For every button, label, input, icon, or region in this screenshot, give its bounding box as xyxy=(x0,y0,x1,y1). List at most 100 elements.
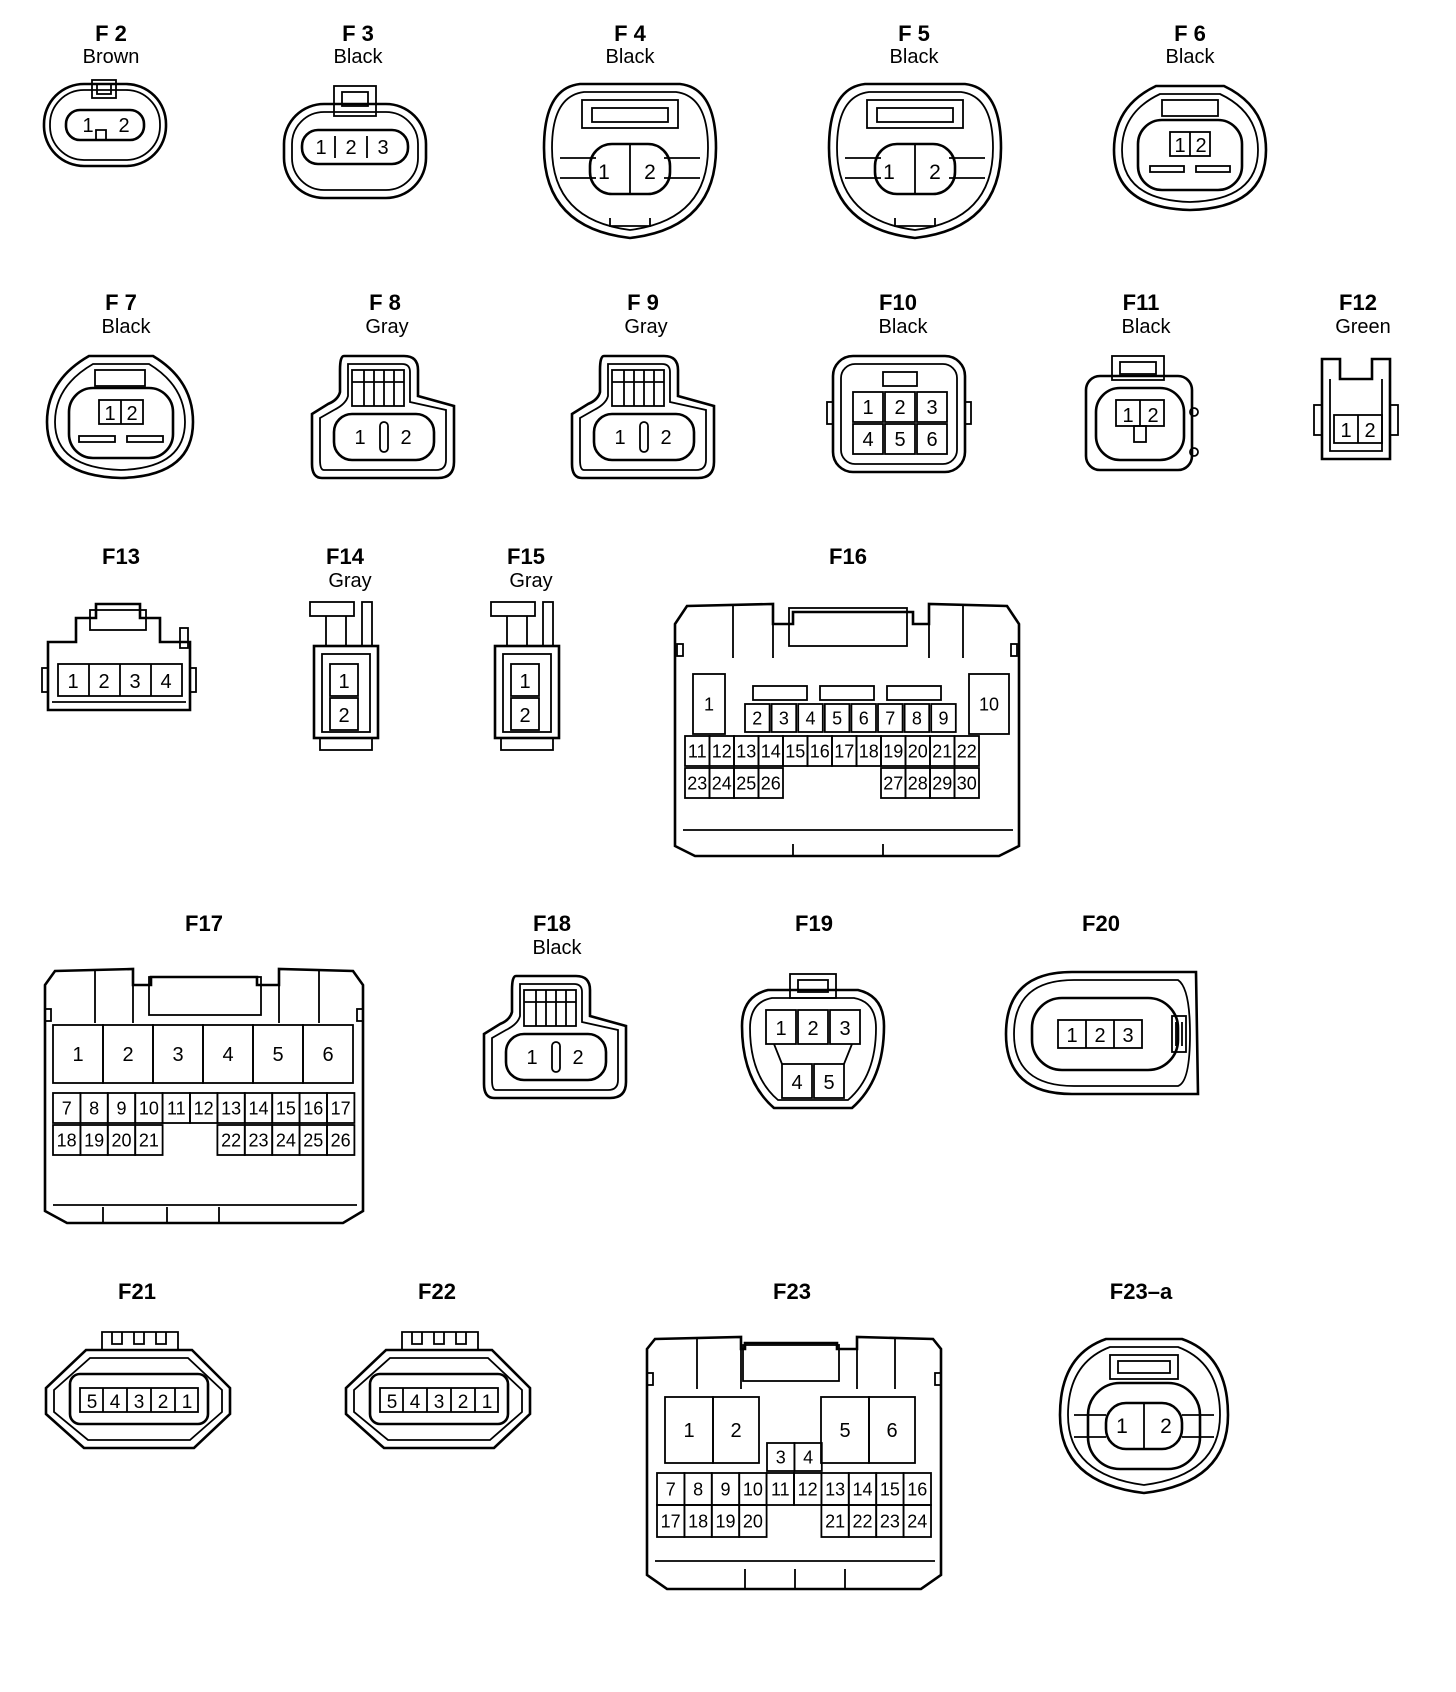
connector-id: F13 xyxy=(102,544,140,569)
pin-cell xyxy=(134,1124,164,1156)
connector-f3-face: 1 2 3 xyxy=(282,85,428,200)
pin-label: 17 xyxy=(834,741,854,761)
connector-f13-face: 1 2 3 4 xyxy=(41,602,197,712)
pin-label: 1 xyxy=(862,397,873,419)
pin-label: 4 xyxy=(222,1044,233,1066)
pin-label: 2 xyxy=(1195,135,1206,157)
pin-label: 13 xyxy=(736,741,756,761)
pin-label: 2 xyxy=(158,1392,169,1413)
pin-label: 18 xyxy=(57,1130,77,1150)
pin-label: 12 xyxy=(712,741,732,761)
pin-label: 4 xyxy=(862,429,873,451)
pin-label: 21 xyxy=(932,741,952,761)
pin-cell xyxy=(712,1396,760,1464)
connector-id: F17 xyxy=(185,911,223,936)
pin-label: 5 xyxy=(87,1392,98,1413)
pin-label: 1 xyxy=(1340,420,1351,442)
connector-id: F 5 xyxy=(898,21,930,46)
pin-label: 3 xyxy=(434,1392,445,1413)
pin-label: 1 xyxy=(182,1392,193,1413)
connector-f22-face: 5 4 3 2 1 xyxy=(344,1331,532,1450)
pin-label: 17 xyxy=(661,1511,681,1531)
pin-label: 11 xyxy=(688,741,707,761)
pin-label: 28 xyxy=(908,773,928,793)
pin-label: 25 xyxy=(303,1130,323,1150)
pin-cell xyxy=(692,673,726,735)
pin-label: 29 xyxy=(932,773,952,793)
pin-label: 10 xyxy=(743,1479,763,1499)
connector-id: F 9 xyxy=(627,290,659,315)
pin-label: 3 xyxy=(172,1044,183,1066)
pin-label: 12 xyxy=(194,1098,214,1118)
pin-label: 23 xyxy=(880,1511,900,1531)
pin-label: 16 xyxy=(907,1479,927,1499)
pin-label: 19 xyxy=(715,1511,735,1531)
pin-label: 30 xyxy=(957,773,977,793)
pin-label: 10 xyxy=(139,1098,159,1118)
connector-f20-face: 1 2 3 xyxy=(1004,970,1200,1096)
connector-color: Black xyxy=(1165,46,1215,68)
pin-label: 3 xyxy=(776,1447,786,1467)
pin-cell xyxy=(968,673,1010,735)
connector-id: F 4 xyxy=(614,21,646,46)
pin-label: 4 xyxy=(160,671,171,693)
pin-label: 2 xyxy=(572,1047,583,1069)
connector-f14-face: 1 2 xyxy=(309,601,380,751)
pin-label: 20 xyxy=(908,741,928,761)
pin-label: 4 xyxy=(805,708,815,728)
pin-label: 15 xyxy=(276,1098,296,1118)
connector-color: Black xyxy=(532,937,582,959)
pin-label: 1 xyxy=(598,161,610,184)
connector-f23a-face: 1 2 xyxy=(1058,1337,1230,1495)
pin-cell xyxy=(797,703,824,733)
pin-label: 1 xyxy=(482,1392,493,1413)
pin-label: 24 xyxy=(712,773,732,793)
pin-label: 3 xyxy=(1122,1025,1133,1047)
pin-label: 26 xyxy=(761,773,781,793)
connector-f12-face: 1 2 xyxy=(1313,357,1399,461)
pin-cell xyxy=(770,703,798,733)
connector-color: Black xyxy=(889,46,939,68)
pin-label: 1 xyxy=(614,427,625,449)
pin-label: 19 xyxy=(84,1130,104,1150)
pin-label: 23 xyxy=(248,1130,268,1150)
pin-cell xyxy=(868,1396,916,1464)
pin-label: 9 xyxy=(938,708,948,728)
pin-label: 1 xyxy=(683,1420,694,1442)
pin-label: 1 xyxy=(82,115,93,137)
connector-id: F18 xyxy=(533,911,571,936)
pin-label: 20 xyxy=(111,1130,131,1150)
connector-color: Green xyxy=(1335,316,1391,338)
pin-label: 22 xyxy=(957,741,977,761)
connector-id: F 2 xyxy=(95,21,127,46)
pin-label: 1 xyxy=(338,671,349,693)
pin-label: 2 xyxy=(126,403,137,425)
pin-label: 2 xyxy=(1094,1025,1105,1047)
pin-label: 3 xyxy=(839,1018,850,1040)
pin-label: 4 xyxy=(410,1392,421,1413)
pin-cell xyxy=(953,767,980,799)
pin-label: 5 xyxy=(387,1392,398,1413)
pin-label: 24 xyxy=(276,1130,296,1150)
pin-label: 2 xyxy=(752,708,762,728)
pin-label: 11 xyxy=(167,1098,186,1118)
pin-label: 2 xyxy=(345,137,356,159)
pin-cell xyxy=(326,1124,356,1156)
connector-id: F12 xyxy=(1339,290,1377,315)
pin-label: 2 xyxy=(519,705,530,727)
pin-label: 20 xyxy=(743,1511,763,1531)
pin-label: 1 xyxy=(526,1047,537,1069)
connector-f19-face: 1 2 3 4 5 xyxy=(740,973,886,1110)
connector-id: F21 xyxy=(118,1279,156,1304)
connector-f8-face: 1 2 xyxy=(310,354,456,480)
pin-label: 8 xyxy=(912,708,922,728)
pin-cell xyxy=(953,735,980,767)
pin-label: 23 xyxy=(687,773,707,793)
pin-label: 2 xyxy=(807,1018,818,1040)
connector-color: Gray xyxy=(365,316,409,338)
pin-label: 1 xyxy=(354,427,365,449)
connector-id: F20 xyxy=(1082,911,1120,936)
connector-f4-face: 1 2 xyxy=(542,82,718,240)
